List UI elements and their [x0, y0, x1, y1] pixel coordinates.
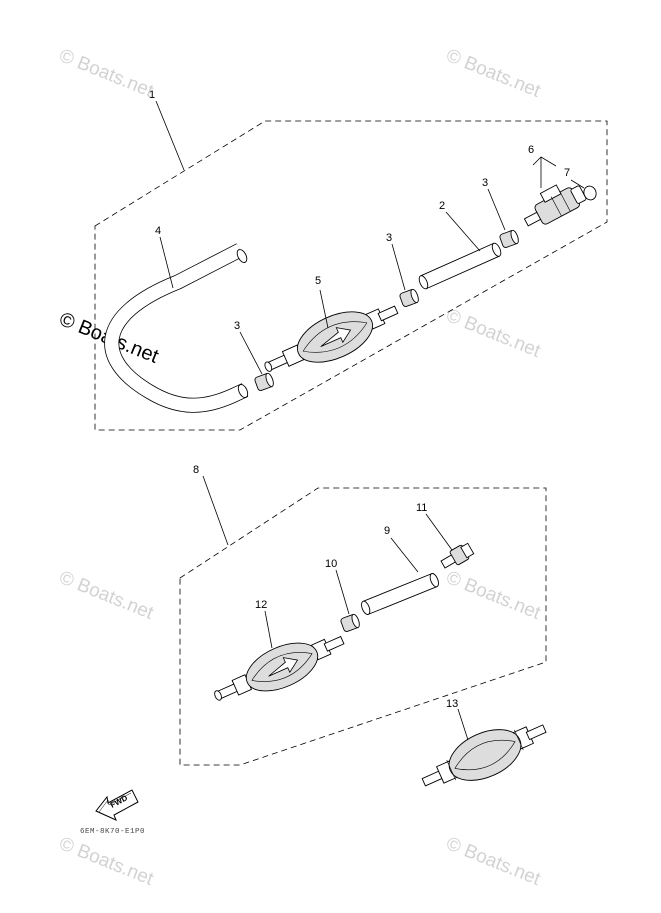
callout-6: 6	[528, 144, 534, 156]
diagram-code: 6EM-8K70-E1P0	[80, 828, 145, 836]
watermark-lower-left: © Boats.net	[56, 567, 157, 624]
hose-part-9	[361, 573, 439, 615]
callout-9: 9	[384, 525, 390, 537]
clamp-part-3-a	[254, 372, 274, 391]
watermark-top-right: © Boats.net	[443, 45, 544, 102]
watermark-top-left: © Boats.net	[56, 45, 157, 102]
callout-2: 2	[439, 200, 445, 212]
watermark-lower-right: © Boats.net	[443, 567, 544, 624]
primer-bulb-part-13	[421, 724, 547, 787]
callout-4: 4	[155, 225, 161, 237]
primer-bulb-part-12	[214, 635, 345, 701]
fitting-part-11	[440, 542, 475, 569]
o-ring-part-7	[583, 185, 597, 201]
watermark-mid-right: © Boats.net	[443, 305, 544, 362]
callout-13: 13	[446, 698, 458, 710]
callout-12: 12	[255, 599, 267, 611]
callouts: 1 2 3 3 3 4 5 6 7 8 9 10 11 12 13	[149, 89, 570, 710]
watermark-bottom-right: © Boats.net	[443, 833, 544, 890]
assembly-8-outline	[179, 487, 547, 766]
leader-lines	[155, 100, 585, 741]
callout-3-middle: 3	[386, 232, 392, 244]
primer-bulb-part-5	[264, 305, 399, 372]
callout-11: 11	[416, 502, 427, 514]
hose-part-2	[418, 242, 502, 290]
callout-10: 10	[325, 558, 337, 570]
callout-1: 1	[149, 89, 155, 101]
callout-3-left: 3	[234, 320, 240, 332]
assembly-1-outline	[94, 120, 608, 431]
callout-5: 5	[315, 275, 321, 287]
clamp-part-3-b	[399, 288, 419, 307]
connector-part-6	[523, 184, 587, 227]
callout-7: 7	[564, 167, 570, 179]
clamp-part-10	[340, 613, 360, 632]
callout-3-top: 3	[482, 177, 488, 189]
hose-part-4	[104, 243, 249, 413]
clamp-part-3-c	[499, 229, 519, 248]
fwd-arrow-icon: FWD	[95, 789, 139, 821]
callout-8: 8	[193, 464, 199, 476]
watermark-bottom-left: © Boats.net	[56, 833, 157, 890]
